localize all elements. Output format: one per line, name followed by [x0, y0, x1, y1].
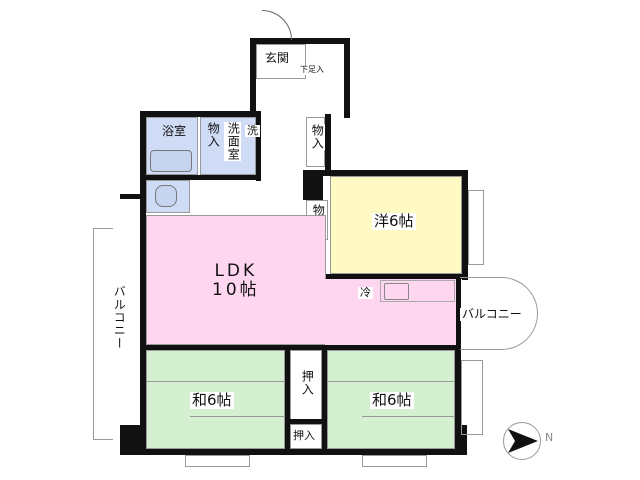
wall	[303, 170, 468, 176]
storage-hall-label: 物入	[308, 124, 326, 150]
storage-bath-label: 物入	[204, 122, 222, 148]
north-arrow-icon	[508, 429, 538, 453]
wall	[140, 111, 146, 441]
wall	[140, 345, 460, 350]
fridge-label: 冷	[358, 286, 373, 300]
entrance	[256, 44, 306, 79]
window	[362, 455, 427, 467]
balcony-right	[460, 277, 538, 350]
entrance-door[interactable]	[262, 10, 292, 40]
closet-lower-label: 押入	[291, 429, 317, 443]
ldk-label-line2: 10帖	[212, 279, 260, 300]
japanese-left-label: 和6帖	[190, 391, 234, 409]
toilet-icon	[155, 185, 177, 207]
wall	[140, 111, 260, 117]
ldk-kitchen	[325, 279, 456, 345]
closet-lower	[290, 424, 322, 449]
western-label: 洋6帖	[372, 212, 416, 230]
wall	[140, 449, 460, 455]
wall	[285, 345, 290, 455]
bathtub	[150, 150, 192, 172]
ldk-label-line1: LDK	[214, 261, 258, 281]
bath-label: 浴室	[160, 124, 189, 139]
wall	[325, 274, 468, 279]
wall	[325, 114, 331, 174]
balcony-left	[93, 228, 113, 440]
compass	[503, 422, 541, 460]
balcony-left-label: バルコニー	[110, 285, 128, 350]
wall	[250, 38, 256, 116]
kitchen-counter	[380, 280, 455, 302]
entrance-label: 玄関	[263, 51, 292, 66]
wall	[140, 175, 260, 180]
wall	[256, 111, 261, 181]
wall	[303, 170, 323, 200]
wall	[120, 425, 146, 455]
shoe-storage-label: 下足入	[298, 65, 326, 75]
wall	[344, 38, 350, 118]
closet-upper-label: 押入	[298, 370, 316, 396]
wall	[290, 419, 324, 424]
wall	[455, 274, 461, 454]
balcony-right-label: バルコニー	[460, 307, 524, 322]
wall	[322, 345, 327, 455]
compass-label: N	[543, 431, 556, 445]
wall	[120, 194, 142, 199]
wall	[250, 38, 350, 44]
window	[468, 190, 484, 265]
ldk	[146, 215, 326, 345]
kitchen-sink	[384, 283, 409, 300]
wall	[462, 170, 468, 280]
window	[185, 455, 250, 467]
ldk-label: LDK 10帖	[210, 262, 262, 299]
washer-label: 洗	[245, 124, 260, 138]
washroom-label: 洗面室	[224, 122, 242, 161]
window	[461, 360, 483, 435]
japanese-right-label: 和6帖	[370, 391, 414, 409]
